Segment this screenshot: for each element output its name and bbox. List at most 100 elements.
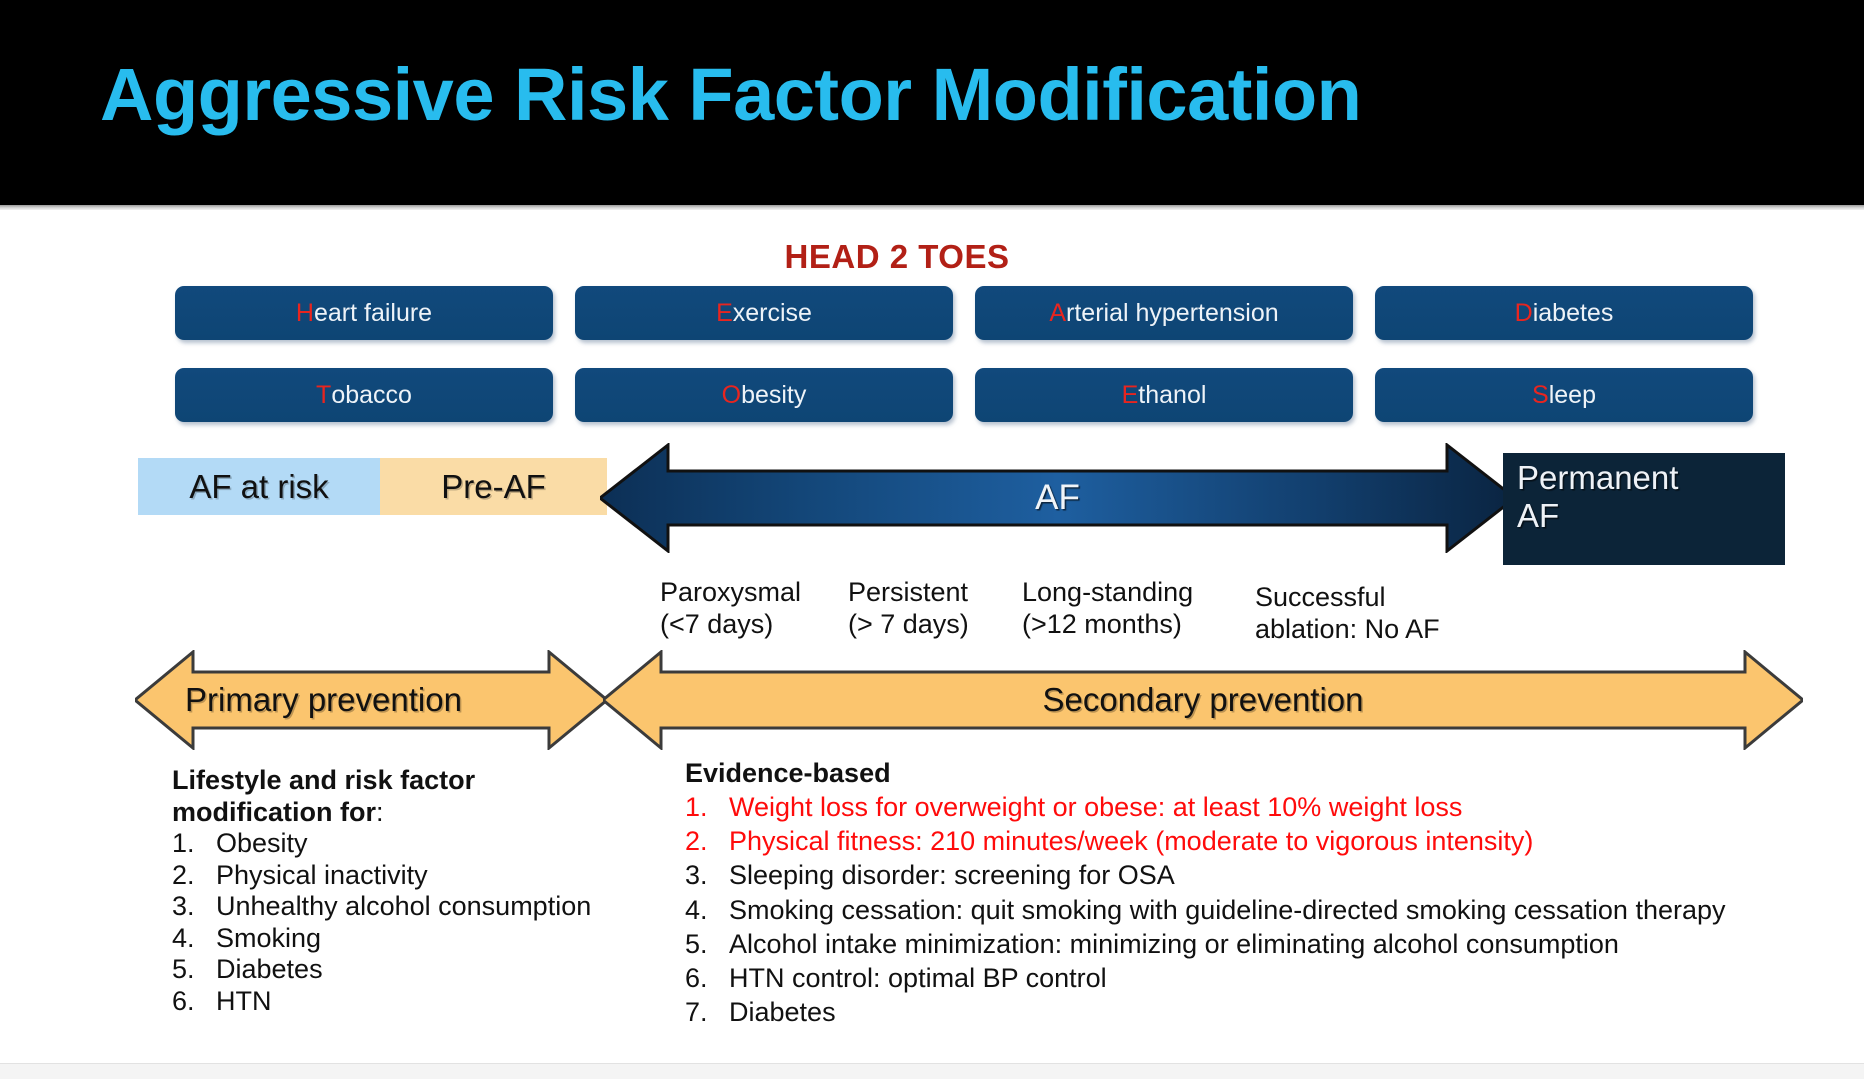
list-item: 4. Smoking cessation: quit smoking with g… bbox=[685, 894, 1805, 926]
stage-segment-pre-af: Pre-AF bbox=[380, 458, 607, 515]
list-item: 5. Alcohol intake minimization: minimizin… bbox=[685, 928, 1805, 960]
list-item-number: 1. bbox=[685, 792, 708, 823]
list-item-text: HTN bbox=[216, 986, 272, 1017]
list-item-number: 7. bbox=[685, 996, 708, 1027]
stage-description-persistent: Persistent (> 7 days) bbox=[848, 577, 969, 641]
list-item-number: 3. bbox=[685, 860, 708, 891]
af-arrow-shape bbox=[600, 443, 1515, 553]
pill-label: leep bbox=[1548, 380, 1596, 409]
pill-first-letter: O bbox=[721, 380, 742, 409]
list-item-text: Diabetes bbox=[216, 954, 323, 985]
stage-description-paroxysmal: Paroxysmal (<7 days) bbox=[660, 577, 801, 641]
secondary-prevention-arrow: Secondary prevention bbox=[600, 648, 1806, 752]
pill-first-letter: T bbox=[316, 380, 332, 409]
list-item: 6. HTN control: optimal BP control bbox=[685, 962, 1805, 994]
permanent-af-box: Permanent AF bbox=[1503, 453, 1785, 565]
permanent-af-line1: Permanent bbox=[1517, 459, 1679, 496]
list-item-number: 4. bbox=[685, 894, 708, 925]
list-item-text: Physical fitness: 210 minutes/week (mode… bbox=[729, 826, 1534, 857]
list-item-text: Unhealthy alcohol consumption bbox=[216, 891, 592, 922]
secondary-prevention-arrow-shape bbox=[600, 648, 1806, 752]
pill-first-letter: D bbox=[1514, 298, 1533, 327]
slide-title: Aggressive Risk Factor Modification bbox=[100, 53, 1362, 136]
list-item-text: Diabetes bbox=[729, 996, 836, 1027]
list-item: 4. Smoking bbox=[172, 923, 692, 955]
list-item: 1. Weight loss for overweight or obese: a… bbox=[685, 791, 1805, 823]
primary-prevention-list: Lifestyle and risk factor modification f… bbox=[172, 765, 692, 1018]
primary-prevention-arrow-shape bbox=[132, 648, 610, 752]
pill-label: obacco bbox=[331, 380, 412, 409]
list-item: 3. Unhealthy alcohol consumption bbox=[172, 891, 692, 923]
pill-first-letter: A bbox=[1049, 298, 1067, 327]
list-item-text: Alcohol intake minimization: minimizing … bbox=[729, 928, 1619, 959]
list-item: 2. Physical fitness: 210 minutes/week (mo… bbox=[685, 825, 1805, 857]
list-item-number: 4. bbox=[172, 922, 195, 953]
pill-first-letter: E bbox=[1121, 380, 1139, 409]
list-item-text: Weight loss for overweight or obese: at … bbox=[729, 792, 1463, 823]
list-item-text: HTN control: optimal BP control bbox=[729, 962, 1107, 993]
permanent-af-line2: AF bbox=[1517, 497, 1560, 535]
stage-description-line1: Persistent bbox=[848, 577, 969, 607]
stage-description-line2: (<7 days) bbox=[660, 608, 774, 639]
list-item-number: 3. bbox=[172, 891, 195, 922]
pill-label: thanol bbox=[1138, 380, 1207, 409]
list-item-number: 5. bbox=[172, 954, 195, 985]
pill-label: xercise bbox=[732, 298, 812, 327]
list-item-text: Smoking cessation: quit smoking with gui… bbox=[729, 894, 1726, 925]
list-item: 1. Obesity bbox=[172, 828, 692, 860]
stage-description-line2: (> 7 days) bbox=[848, 608, 969, 639]
list-item-number: 1. bbox=[172, 828, 195, 859]
pill-first-letter: S bbox=[1532, 380, 1549, 409]
primary-prevention-items: 1. Obesity 2. Physical inactivity 3. Unheal… bbox=[172, 828, 692, 1017]
stage-description-line1: Long-standing bbox=[1022, 577, 1194, 607]
secondary-prevention-list: Evidence-based 1. Weight loss for overwei… bbox=[685, 757, 1805, 1028]
stage-description-line2: ablation: No AF bbox=[1255, 613, 1440, 644]
pill-first-letter: H bbox=[295, 298, 314, 327]
list-item: 2. Physical inactivity bbox=[172, 860, 692, 892]
af-progression-arrow: AF bbox=[600, 443, 1515, 553]
list-item-text: Physical inactivity bbox=[216, 859, 428, 890]
slide-footer-strip bbox=[0, 1063, 1864, 1079]
stage-description-line1: Successful bbox=[1255, 582, 1386, 612]
stage-segment-af-at-risk: AF at risk bbox=[138, 458, 380, 515]
pill-label: besity bbox=[741, 380, 807, 409]
mnemonic-title: HEAD 2 TOES bbox=[0, 238, 1864, 276]
list-item: 7. Diabetes bbox=[685, 996, 1805, 1028]
stage-description-long-standing: Long-standing (>12 months) bbox=[1022, 577, 1193, 641]
list-item-number: 6. bbox=[172, 986, 195, 1017]
list-item-number: 5. bbox=[685, 928, 708, 959]
list-item-text: Sleeping disorder: screening for OSA bbox=[729, 860, 1175, 891]
primary-prevention-heading-line1: Lifestyle and risk factor bbox=[172, 765, 476, 795]
list-item-text: Obesity bbox=[216, 828, 308, 859]
pill-label: rterial hypertension bbox=[1066, 298, 1279, 327]
stage-segment-label: Pre-AF bbox=[441, 467, 546, 505]
evidence-based-heading: Evidence-based bbox=[685, 758, 891, 788]
list-item: 6. HTN bbox=[172, 986, 692, 1018]
pill-label: iabetes bbox=[1532, 298, 1614, 327]
mnemonic-title-text: HEAD 2 TOES bbox=[784, 238, 1010, 275]
pill-label: eart failure bbox=[313, 298, 433, 327]
primary-prevention-heading: Lifestyle and risk factor modification f… bbox=[172, 765, 692, 828]
stage-description-line1: Paroxysmal bbox=[660, 577, 802, 607]
primary-prevention-arrow: Primary prevention bbox=[132, 648, 610, 752]
list-item-number: 2. bbox=[172, 859, 195, 890]
evidence-based-items: 1. Weight loss for overweight or obese: a… bbox=[685, 791, 1805, 1028]
list-item-text: Smoking bbox=[216, 922, 322, 953]
list-item-number: 6. bbox=[685, 962, 708, 993]
primary-prevention-heading-line2: modification for: bbox=[172, 796, 384, 827]
list-item: 5. Diabetes bbox=[172, 954, 692, 986]
pill-first-letter: E bbox=[716, 298, 733, 327]
stage-description-successful-ablation: Successful ablation: No AF bbox=[1255, 582, 1440, 646]
list-item: 3. Sleeping disorder: screening for OSA bbox=[685, 859, 1805, 891]
slide-header-bar: Aggressive Risk Factor Modification bbox=[0, 0, 1864, 205]
list-item-number: 2. bbox=[685, 826, 708, 857]
